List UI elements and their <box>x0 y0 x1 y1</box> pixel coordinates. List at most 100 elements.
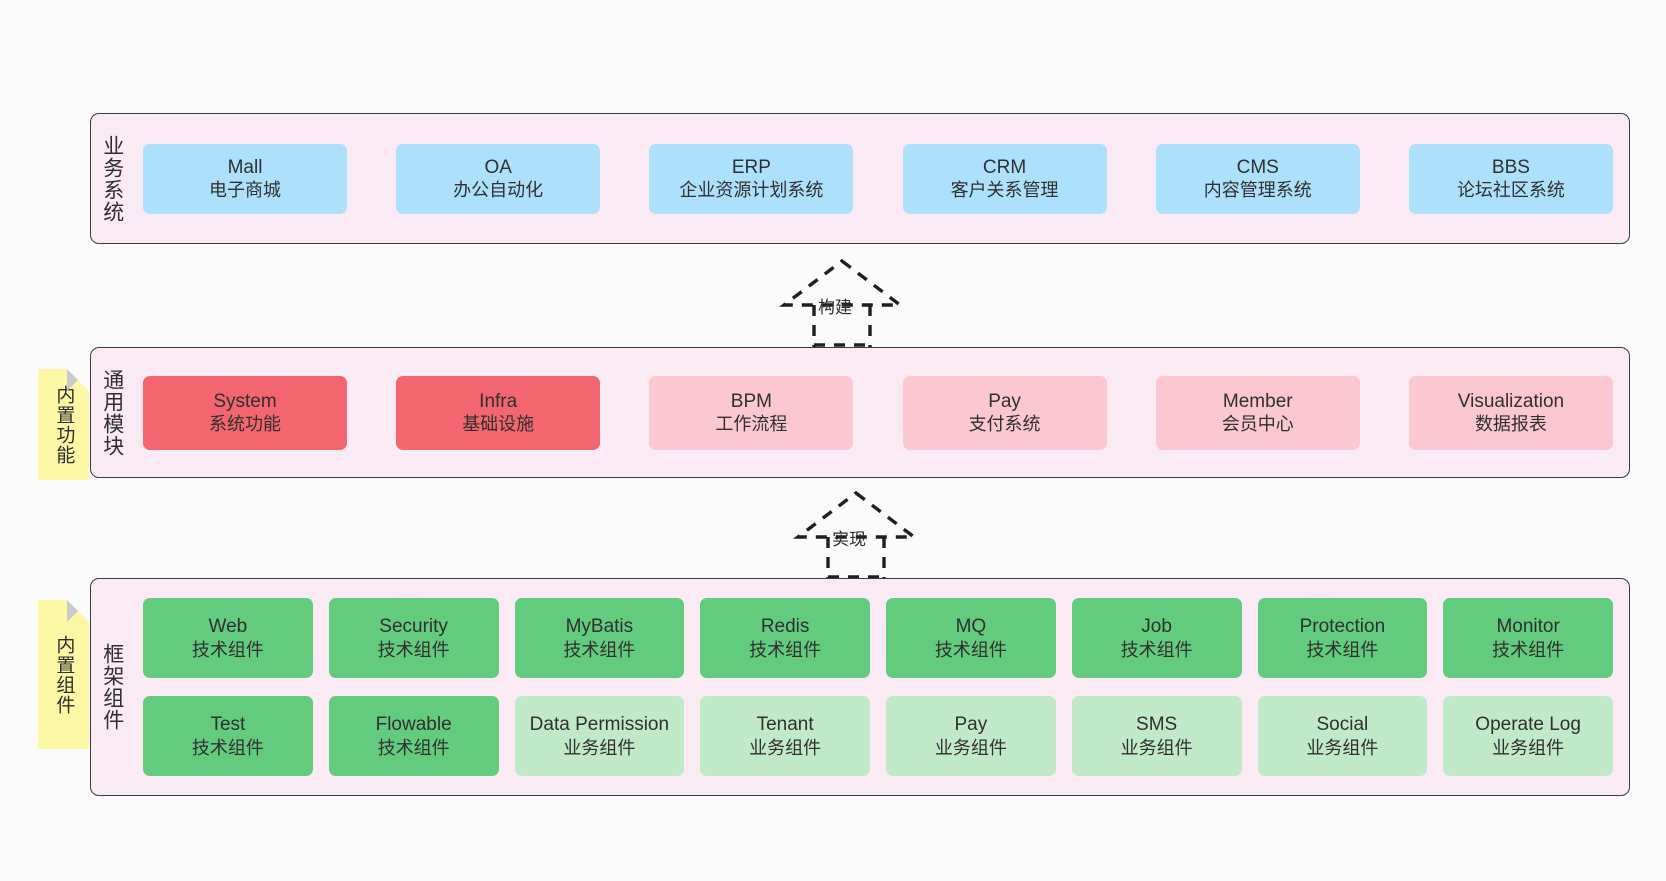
card-subtitle: 业务组件 <box>1120 737 1193 758</box>
card-title: BBS <box>1491 156 1530 178</box>
card-subtitle: 技术组件 <box>563 639 636 660</box>
card-title: BPM <box>730 390 772 412</box>
card-subtitle: 技术组件 <box>749 639 822 660</box>
card-title: Security <box>379 616 448 638</box>
card-title: ERP <box>731 156 771 178</box>
card-operate-log[interactable]: Operate Log 业务组件 <box>1443 696 1613 776</box>
card-title: Infra <box>479 390 518 412</box>
card-title: Pay <box>988 390 1021 412</box>
card-subtitle: 支付系统 <box>968 414 1041 435</box>
card-sms[interactable]: SMS 业务组件 <box>1071 696 1242 776</box>
card-member[interactable]: Member 会员中心 <box>1155 375 1360 450</box>
card-subtitle: 客户关系管理 <box>950 180 1059 201</box>
layer-label-business: 业务系统 <box>100 134 124 223</box>
card-subtitle: 技术组件 <box>377 639 450 660</box>
card-redis[interactable]: Redis 技术组件 <box>700 598 870 678</box>
card-visualization[interactable]: Visualization 数据报表 <box>1408 375 1613 450</box>
card-subtitle: 企业资源计划系统 <box>679 180 824 201</box>
card-subtitle: 电子商城 <box>209 180 281 201</box>
card-title: Social <box>1316 714 1369 736</box>
card-oa[interactable]: OA 办公自动化 <box>396 143 601 214</box>
card-title: OA <box>484 156 512 178</box>
card-mall[interactable]: Mall 电子商城 <box>143 143 347 214</box>
card-title: Visualization <box>1457 390 1565 412</box>
note-builtin-features: 内置功能 <box>38 369 89 480</box>
layer-label-framework: 框架组件 <box>100 643 124 731</box>
card-title: MQ <box>955 616 987 638</box>
arrow-build-icon <box>778 258 906 347</box>
arrow-build: 构建 <box>752 257 932 347</box>
note-builtin-components: 内置组件 <box>38 600 89 749</box>
card-title: Mall <box>227 156 263 178</box>
layer-body-business: Mall 电子商城 OA 办公自动化 ERP 企业资源计划系统 CRM 客户关系… <box>133 114 1629 243</box>
card-mybatis[interactable]: MyBatis 技术组件 <box>514 598 685 678</box>
card-erp[interactable]: ERP 企业资源计划系统 <box>649 143 854 214</box>
arrow-build-label: 构建 <box>818 298 852 317</box>
layer-framework-components: 框架组件 Web 技术组件 Security 技术组件 MyBatis 技术组件… <box>90 578 1630 796</box>
card-cms[interactable]: CMS 内容管理系统 <box>1155 143 1360 214</box>
card-subtitle: 工作流程 <box>715 414 788 435</box>
card-monitor[interactable]: Monitor 技术组件 <box>1443 598 1613 678</box>
card-title: Web <box>208 616 248 638</box>
card-protection[interactable]: Protection 技术组件 <box>1257 598 1428 678</box>
card-title: SMS <box>1136 714 1178 736</box>
card-title: Test <box>210 714 246 736</box>
card-title: Job <box>1141 616 1172 638</box>
card-grid-framework: Web 技术组件 Security 技术组件 MyBatis 技术组件 Redi… <box>143 598 1613 776</box>
card-title: Flowable <box>375 714 452 736</box>
card-title: Tenant <box>756 714 814 736</box>
card-title: Protection <box>1299 616 1386 638</box>
card-security[interactable]: Security 技术组件 <box>328 598 499 678</box>
card-subtitle: 业务组件 <box>749 737 822 758</box>
card-bpm[interactable]: BPM 工作流程 <box>649 375 854 450</box>
card-subtitle: 业务组件 <box>563 737 636 758</box>
card-row-business: Mall 电子商城 OA 办公自动化 ERP 企业资源计划系统 CRM 客户关系… <box>143 143 1613 214</box>
card-bbs[interactable]: BBS 论坛社区系统 <box>1408 143 1613 214</box>
card-subtitle: 数据报表 <box>1474 414 1547 435</box>
card-title: System <box>213 390 277 412</box>
card-flowable[interactable]: Flowable 技术组件 <box>328 696 499 776</box>
layer-body-framework: Web 技术组件 Security 技术组件 MyBatis 技术组件 Redi… <box>133 579 1629 795</box>
note-label: 内置功能 <box>53 384 75 465</box>
card-subtitle: 论坛社区系统 <box>1456 180 1565 201</box>
card-title: Member <box>1222 390 1293 412</box>
card-title: Operate Log <box>1475 714 1581 736</box>
card-subtitle: 业务组件 <box>1492 737 1565 758</box>
card-tenant[interactable]: Tenant 业务组件 <box>700 696 870 776</box>
card-subtitle: 技术组件 <box>934 639 1007 660</box>
card-subtitle: 技术组件 <box>1492 639 1565 660</box>
card-subtitle: 业务组件 <box>1306 737 1379 758</box>
card-mq[interactable]: MQ 技术组件 <box>886 598 1056 678</box>
card-subtitle: 内容管理系统 <box>1203 180 1312 201</box>
card-pay-module[interactable]: Pay 支付系统 <box>902 375 1107 450</box>
card-subtitle: 技术组件 <box>191 737 264 758</box>
card-crm[interactable]: CRM 客户关系管理 <box>902 143 1107 214</box>
arrow-implement-label: 实现 <box>832 530 866 549</box>
card-subtitle: 技术组件 <box>1120 639 1193 660</box>
card-subtitle: 业务组件 <box>934 737 1007 758</box>
card-subtitle: 技术组件 <box>191 639 264 660</box>
card-title: Redis <box>760 616 810 638</box>
card-title: MyBatis <box>565 616 634 638</box>
card-subtitle: 会员中心 <box>1221 414 1294 435</box>
card-job[interactable]: Job 技术组件 <box>1071 598 1242 678</box>
layer-common-modules: 通用模块 System 系统功能 Infra 基础设施 BPM 工作流程 Pay <box>90 347 1630 478</box>
card-social[interactable]: Social 业务组件 <box>1257 696 1428 776</box>
card-row-common: System 系统功能 Infra 基础设施 BPM 工作流程 Pay 支付系统… <box>143 375 1613 450</box>
card-title: Pay <box>954 714 988 736</box>
card-subtitle: 办公自动化 <box>453 180 544 201</box>
card-pay-component[interactable]: Pay 业务组件 <box>886 696 1056 776</box>
card-test[interactable]: Test 技术组件 <box>143 696 313 776</box>
card-subtitle: 技术组件 <box>377 737 450 758</box>
arrow-implement: 实现 <box>766 489 946 579</box>
card-web[interactable]: Web 技术组件 <box>143 598 313 678</box>
card-subtitle: 技术组件 <box>1306 639 1379 660</box>
card-title: Data Permission <box>529 714 670 736</box>
card-infra[interactable]: Infra 基础设施 <box>396 375 601 450</box>
card-system[interactable]: System 系统功能 <box>143 375 347 450</box>
note-label: 内置组件 <box>53 634 75 715</box>
arrow-implement-icon <box>792 490 920 579</box>
card-data-permission[interactable]: Data Permission 业务组件 <box>514 696 685 776</box>
card-title: CMS <box>1236 156 1279 178</box>
